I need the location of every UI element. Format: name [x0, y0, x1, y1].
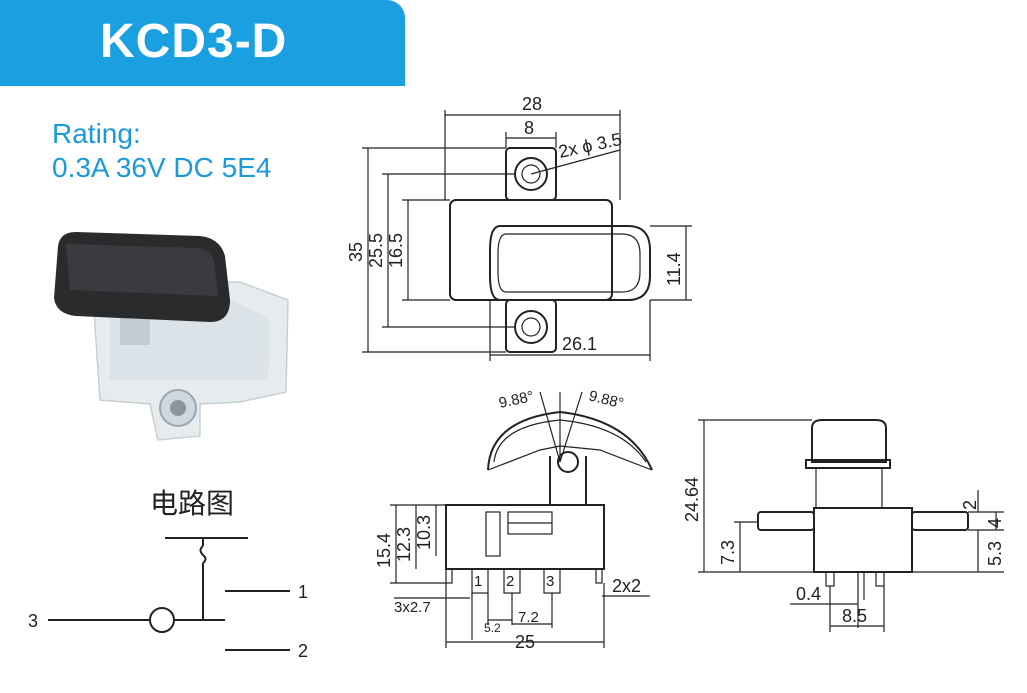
dim-0-4: 0.4 — [796, 584, 821, 604]
dim-2: 2 — [960, 500, 980, 510]
dim-25-5: 25.5 — [366, 233, 386, 268]
circuit-pin-2: 2 — [298, 641, 308, 661]
angle-right: 9.88° — [587, 387, 625, 412]
dim-8: 8 — [524, 118, 534, 138]
dim-5-2: 5.2 — [484, 621, 501, 635]
circuit-diagram: 1 2 3 — [28, 537, 308, 661]
rating-value: 0.3A 36V DC 5E4 — [52, 152, 272, 183]
front-pin-1: 1 — [474, 573, 482, 590]
front-view-drawing: 9.88° 9.88° 1 2 3 15.4 12.3 10.3 3x2.7 — [374, 387, 653, 652]
dim-16-5: 16.5 — [386, 233, 406, 268]
dim-35: 35 — [346, 242, 366, 262]
dim-10-3: 10.3 — [414, 515, 434, 550]
front-pin-2: 2 — [506, 573, 514, 590]
side-view-drawing: 24.64 7.3 2 4 5.3 0.4 8.5 — [682, 419, 1005, 632]
dim-7-2: 7.2 — [518, 609, 539, 626]
circuit-title: 电路图 — [150, 487, 235, 520]
angle-left: 9.88° — [497, 388, 535, 412]
page-title: KCD3-D — [100, 15, 288, 68]
dim-4: 4 — [985, 518, 1005, 528]
dim-hole: 2x ϕ 3.5 — [557, 129, 624, 162]
product-photo — [54, 232, 289, 441]
circuit-pin-3: 3 — [28, 611, 38, 631]
front-pin-3: 3 — [546, 573, 554, 590]
dim-2x2: 2x2 — [612, 576, 641, 596]
rating-label: Rating: — [52, 118, 141, 149]
dim-11-4: 11.4 — [664, 252, 684, 286]
title-banner — [0, 0, 405, 86]
dim-12-3: 12.3 — [394, 527, 414, 562]
dim-5-3: 5.3 — [985, 541, 1005, 566]
dim-25: 25 — [515, 632, 535, 652]
dim-15-4: 15.4 — [374, 533, 394, 568]
dim-28: 28 — [522, 94, 542, 114]
top-view-drawing: 28 8 2x ϕ 3.5 35 25.5 16.5 11.4 26.1 — [346, 94, 692, 361]
circuit-pin-1: 1 — [298, 582, 308, 602]
dim-8-5: 8.5 — [842, 606, 867, 626]
dim-26-1: 26.1 — [562, 334, 597, 354]
dim-7-3: 7.3 — [718, 540, 738, 565]
dim-24-64: 24.64 — [682, 477, 702, 522]
dim-3x2-7: 3x2.7 — [394, 599, 431, 616]
